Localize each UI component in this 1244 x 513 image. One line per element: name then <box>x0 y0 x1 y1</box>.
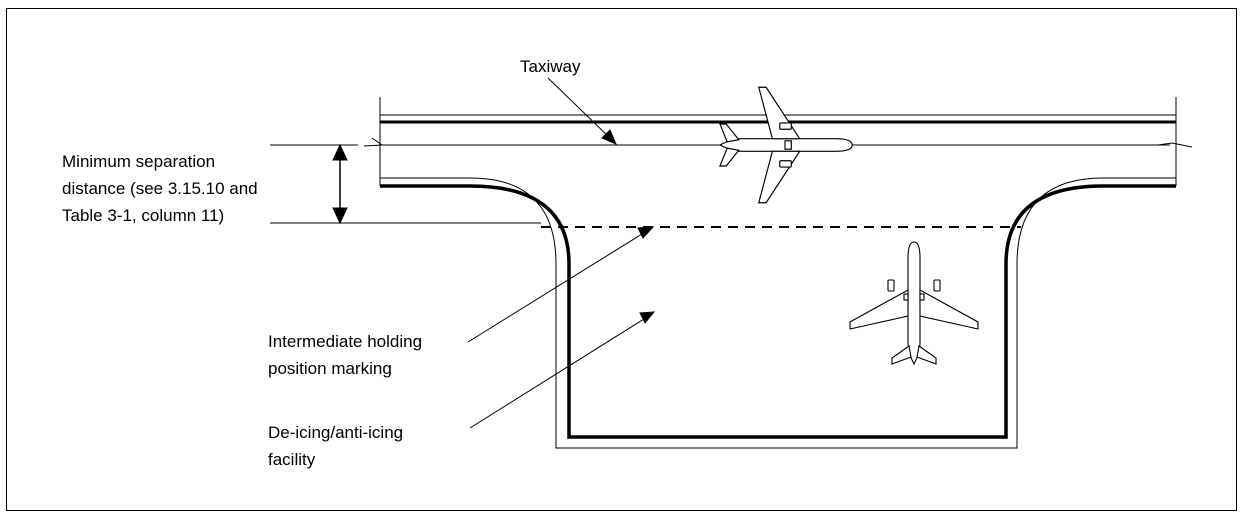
minimum-separation-dimension <box>270 143 541 225</box>
minimum-separation-label-line2: distance (see 3.15.10 and <box>62 179 258 198</box>
holding-position-label-line2: position marking <box>268 359 392 378</box>
break-symbol-right <box>1157 142 1193 148</box>
taxiway-leader <box>547 77 617 145</box>
break-symbol-left <box>363 137 384 147</box>
deicing-facility-leader <box>469 311 656 429</box>
minimum-separation-label-line3: Table 3-1, column 11) <box>62 206 224 225</box>
deicing-facility-label-line2: facility <box>268 450 316 469</box>
aircraft-icon <box>849 241 979 366</box>
holding-marking-leader <box>467 226 655 343</box>
taxiway-label: Taxiway <box>520 57 581 76</box>
deicing-pad-outer-edge <box>380 177 1176 449</box>
deicing-pad-inner-edge <box>380 184 1176 439</box>
aircraft-icon <box>718 86 853 204</box>
minimum-separation-label-line1: Minimum separation <box>62 152 215 171</box>
deicing-facility-label-line1: De-icing/anti-icing <box>268 423 403 442</box>
figure-border <box>6 8 1237 511</box>
holding-position-label-line1: Intermediate holding <box>268 332 422 351</box>
